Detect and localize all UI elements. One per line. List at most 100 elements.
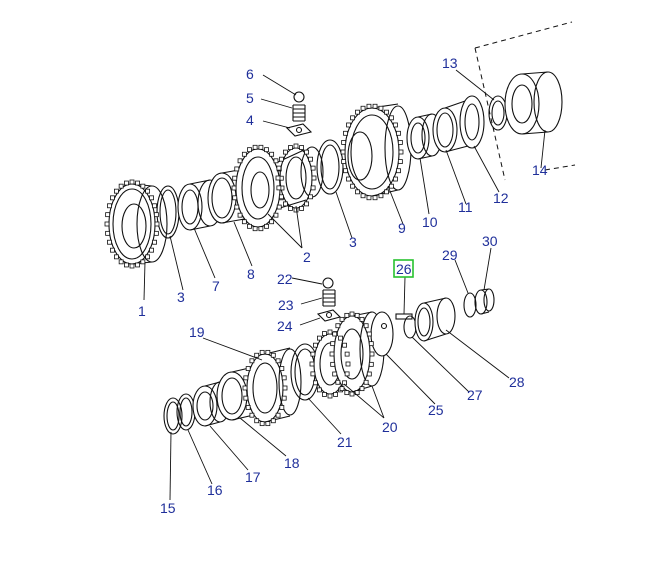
gear-tooth [355,109,360,115]
gear-tooth [270,418,276,424]
callout-21[interactable]: 21 [337,434,353,450]
callout-29[interactable]: 29 [442,247,458,263]
gear-tooth [304,201,309,207]
gear-tooth [234,204,240,210]
gear-tooth [241,219,247,225]
callout-16[interactable]: 16 [207,482,223,498]
gear-tooth [110,195,115,201]
gear-tooth [343,130,348,136]
gear-tooth [354,312,360,318]
callout-30[interactable]: 30 [482,233,498,249]
callout-1[interactable]: 1 [138,303,146,319]
callout-3-upper[interactable]: 3 [177,289,185,305]
gear-tooth [270,352,276,358]
callout-10[interactable]: 10 [422,214,438,230]
part-1-gear [108,183,168,265]
callout-23[interactable]: 23 [278,297,294,313]
gear-tooth [153,212,159,218]
callout-7[interactable]: 7 [212,278,220,294]
part-3-ring-mid [316,139,344,195]
gear-tooth [252,144,258,150]
gear-tooth [273,212,279,218]
gear-tooth [269,151,275,157]
callout-4[interactable]: 4 [246,112,254,128]
callout-8[interactable]: 8 [247,266,255,282]
gear-tooth [308,156,313,162]
gear-tooth [231,185,237,191]
callout-5[interactable]: 5 [246,90,254,106]
callout-13[interactable]: 13 [442,55,458,71]
gear-tooth [333,392,338,397]
gear-tooth [368,361,374,367]
callout-3-mid[interactable]: 3 [349,234,357,250]
callout-6[interactable]: 6 [246,66,254,82]
gear-teeth [275,143,317,213]
gear-tooth [264,223,269,229]
gear-tooth [118,183,124,189]
part-25-thrust-washer [370,311,394,357]
gear-tooth [247,147,252,153]
callout-12[interactable]: 12 [493,190,509,206]
gear-tooth [152,203,157,209]
gear-teeth [309,329,351,399]
gear-tooth [378,105,384,111]
callout-25[interactable]: 25 [428,402,444,418]
gear-tooth [398,149,404,155]
gear-tooth [299,145,304,150]
gear-tooth [247,223,252,229]
gear-tooth [339,386,345,392]
gear-tooth [363,379,369,385]
gear-tooth [310,165,316,171]
callout-2[interactable]: 2 [303,249,311,265]
gear-tooth [110,247,115,253]
gear-tooth [237,212,243,218]
gear-tooth [276,165,282,171]
gear-tooth [269,219,275,225]
callout-15[interactable]: 15 [160,500,176,516]
gear-tooth [259,421,265,427]
gear-tooth [317,335,322,341]
gear-tooth [368,341,374,347]
part-23-spring [322,289,336,307]
gear-tooth [372,103,378,109]
callout-28[interactable]: 28 [509,374,525,390]
gear-tooth [145,188,150,194]
part-16-ring [176,393,196,431]
gear-tooth [105,212,111,218]
callout-14[interactable]: 14 [532,162,548,178]
callout-19[interactable]: 19 [189,324,205,340]
callout-11[interactable]: 11 [458,199,473,215]
gear-tooth [310,351,316,357]
callout-18[interactable]: 18 [284,455,300,471]
gear-tooth [232,175,238,181]
gear-tooth [322,392,327,397]
callout-24[interactable]: 24 [277,318,293,334]
gear-tooth [242,385,248,391]
gear-tooth [279,156,284,162]
gear-tooth [252,226,258,232]
gear-tooth [279,405,285,410]
gear-tooth [281,395,287,401]
gear-tooth [349,391,355,397]
callout-22[interactable]: 22 [277,271,293,287]
part-22-ball [322,277,334,289]
gear-tooth [349,311,355,317]
housing-outline [474,21,576,181]
gear-teeth [242,349,288,427]
callout-labels: 1 3 7 8 2 3 9 10 11 12 13 14 6 5 4 29 30… [138,55,548,516]
gear-tooth [309,361,315,367]
gear-tooth [350,115,355,121]
callout-17[interactable]: 17 [245,469,261,485]
gear-tooth [343,168,348,174]
gear-tooth [355,189,360,195]
gear-tooth [308,194,313,200]
callout-9[interactable]: 9 [398,220,406,236]
callout-20[interactable]: 20 [382,419,398,435]
gear-tooth [153,230,159,236]
gear-tooth [145,254,150,260]
gear-tooth [243,395,249,401]
callout-27[interactable]: 27 [467,387,483,403]
callout-26[interactable]: 26 [396,261,412,277]
gear-teeth [329,311,375,397]
gear-tooth [329,351,335,357]
